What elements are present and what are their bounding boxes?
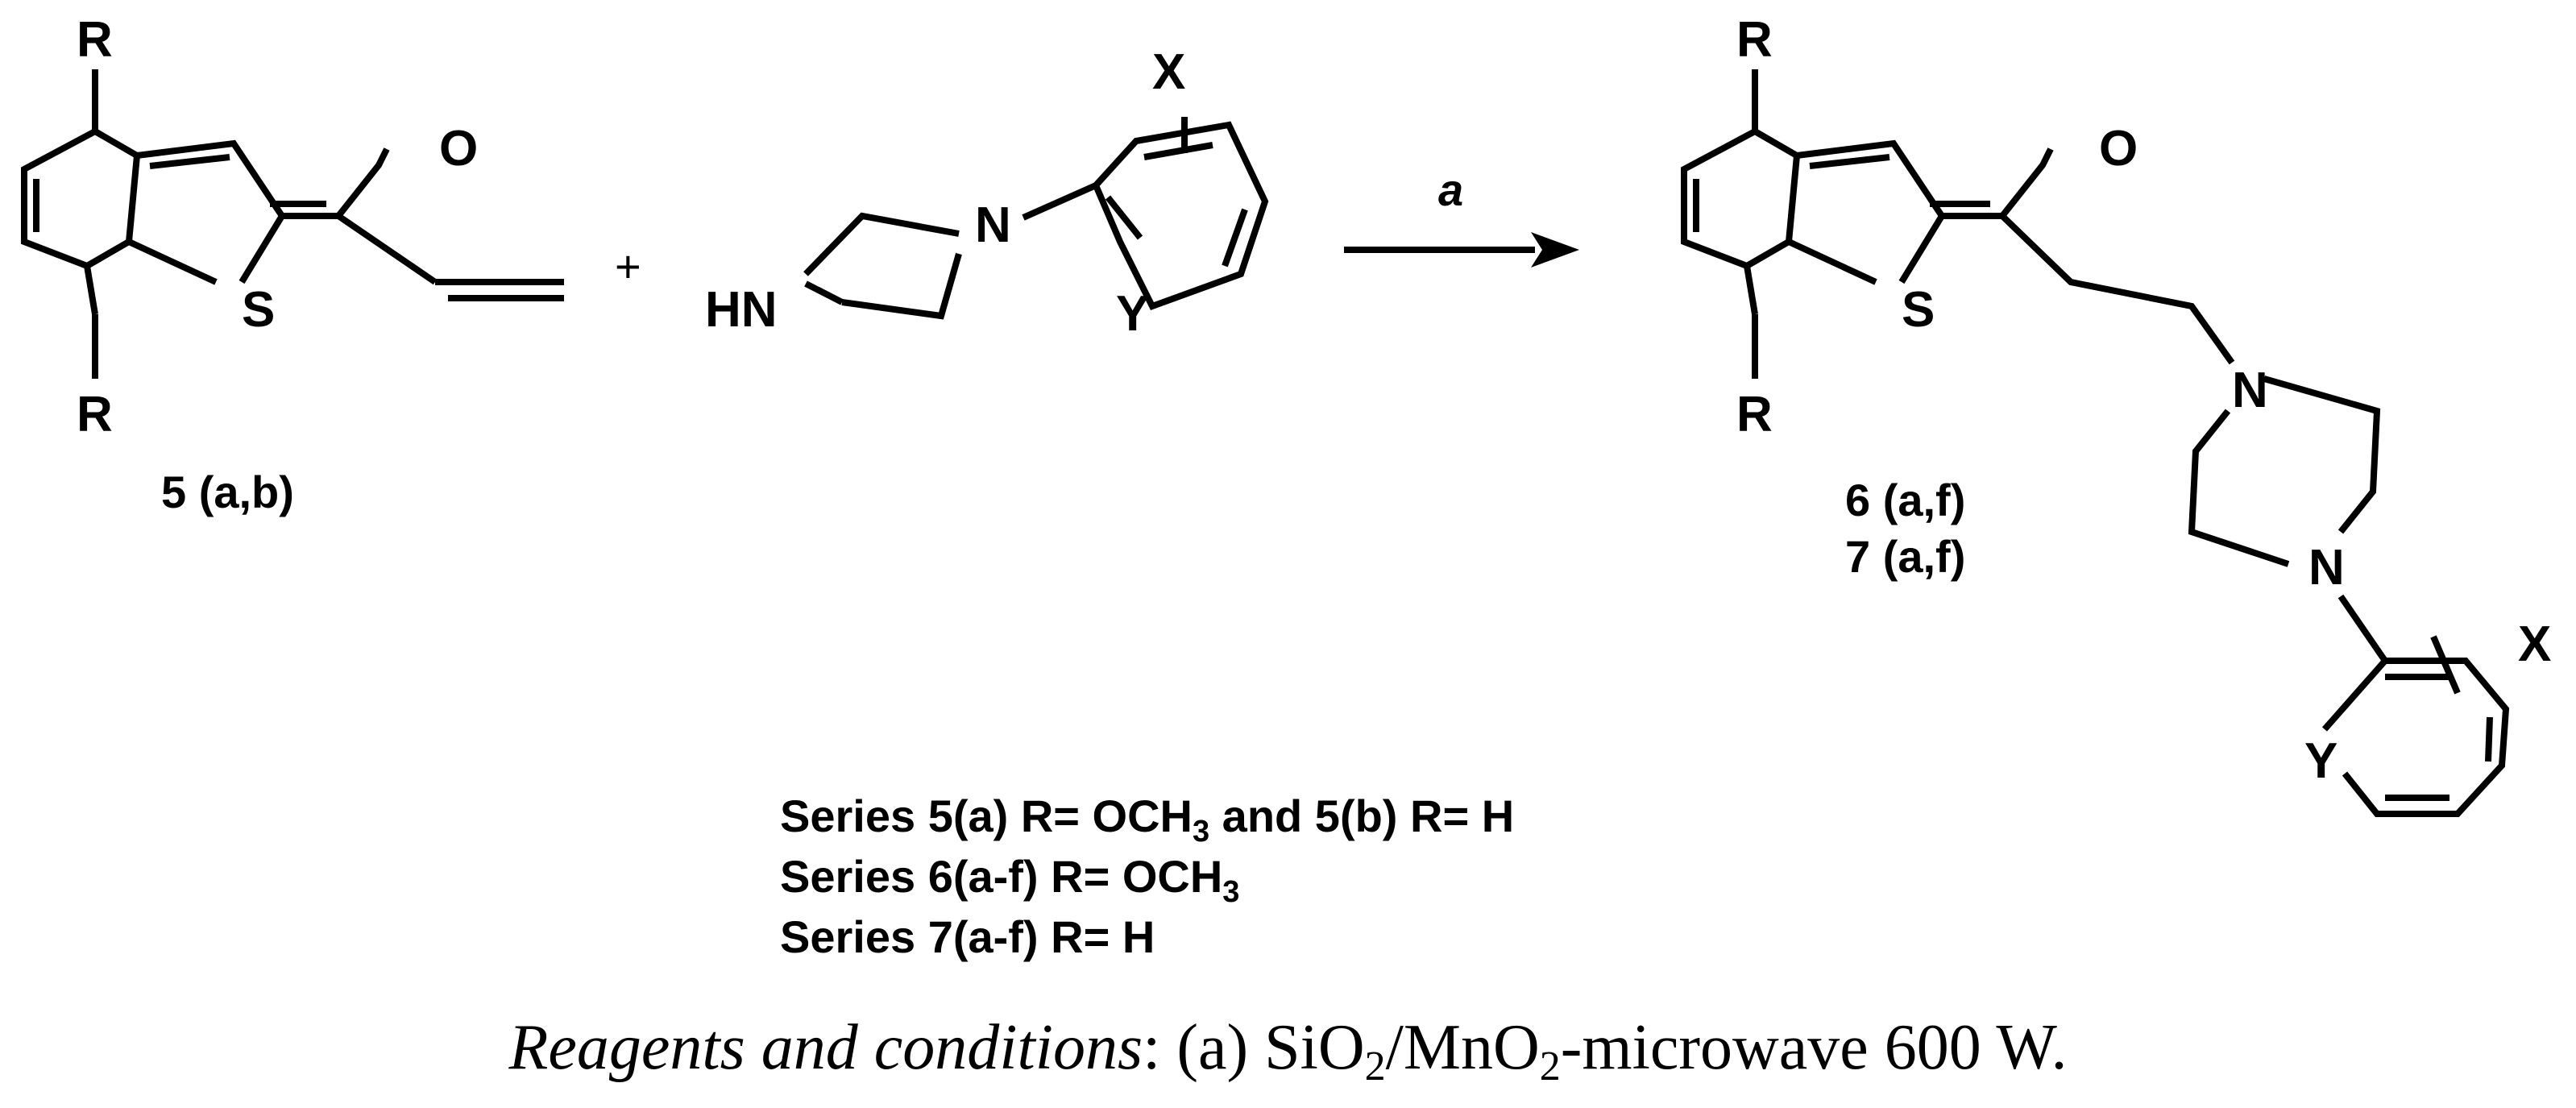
atom-r-bottom-left: R [77, 387, 113, 442]
reagents-conditions: Reagents and conditions: (a) SiO2/MnO2-m… [508, 1012, 2068, 1089]
series-line-3: Series 7(a-f) R= H [780, 911, 1155, 962]
series-line-1: Series 5(a) R= OCH3 and 5(b) R= H [780, 791, 1515, 849]
reaction-arrow-head [1531, 232, 1579, 268]
atom-y-bottom: Y [2304, 733, 2337, 789]
atom-r-top-left: R [77, 12, 113, 68]
atom-x-top: X [1152, 44, 1185, 100]
reactant-5-structure [21, 69, 564, 379]
plus-sign: + [615, 241, 641, 292]
atom-n-upper: N [2232, 363, 2268, 418]
product-structure [1681, 69, 2510, 817]
atom-s-left: S [242, 282, 275, 338]
atom-hn-piperazine: HN [705, 282, 778, 338]
atom-s-right: S [1902, 282, 1935, 338]
arrow-condition-label: a [1438, 164, 1463, 215]
series-definitions: Series 5(a) R= OCH3 and 5(b) R= H Series… [780, 786, 1514, 967]
arylpiperazine-structure [803, 117, 1269, 320]
atom-y-top: Y [1116, 286, 1149, 342]
atom-o-right: O [2099, 121, 2138, 176]
atom-n-piperazine: N [975, 197, 1011, 253]
label-5ab: 5 (a,b) [161, 467, 294, 517]
atom-o-left: O [439, 121, 478, 176]
atom-r-bottom-right: R [1736, 387, 1773, 442]
atom-n-lower: N [2308, 540, 2345, 595]
label-6af: 6 (a,f) [1845, 475, 1965, 525]
series-line-2: Series 6(a-f) R= OCH3 [780, 851, 1240, 909]
reagents-label: Reagents and conditions [508, 1012, 1143, 1083]
atom-x-bottom: X [2518, 616, 2551, 672]
atom-r-top-right: R [1736, 12, 1773, 68]
label-7af: 7 (a,f) [1845, 531, 1965, 582]
